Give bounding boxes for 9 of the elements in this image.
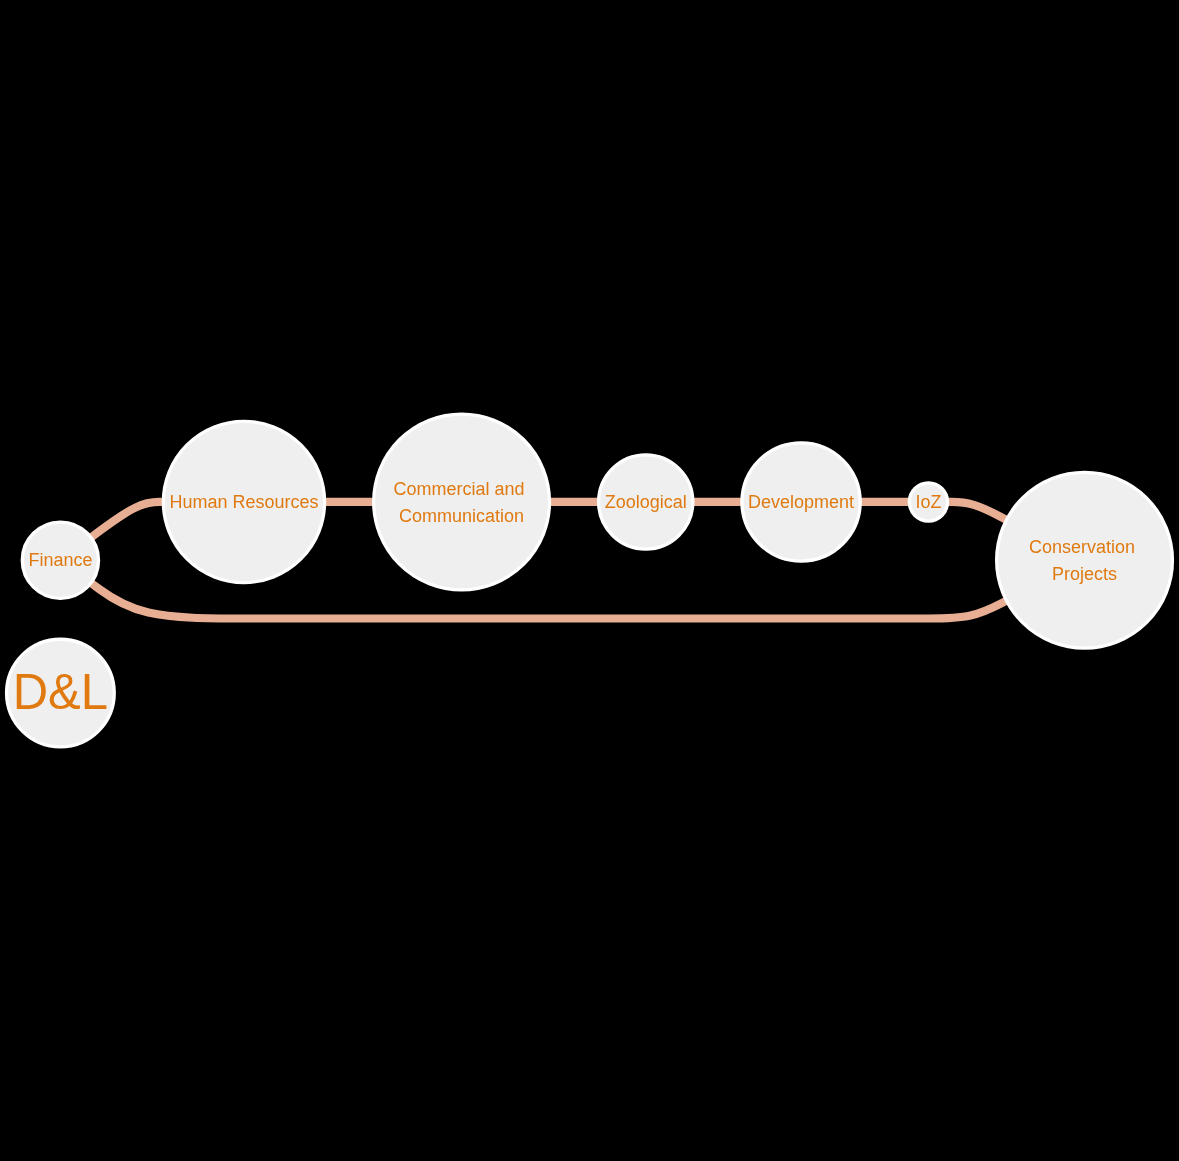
node-circle: Zoological — [596, 453, 695, 551]
node-circle: IoZ — [907, 481, 950, 523]
node-circle: Development — [740, 441, 862, 563]
node-circle: Human Resources — [161, 419, 327, 585]
node-circle: Conservation Projects — [995, 470, 1175, 650]
connector — [88, 579, 1009, 623]
node-circle: Finance — [20, 520, 101, 600]
node-circle: Commercial and Communication — [372, 412, 552, 592]
node-circle: D&L — [4, 637, 116, 749]
